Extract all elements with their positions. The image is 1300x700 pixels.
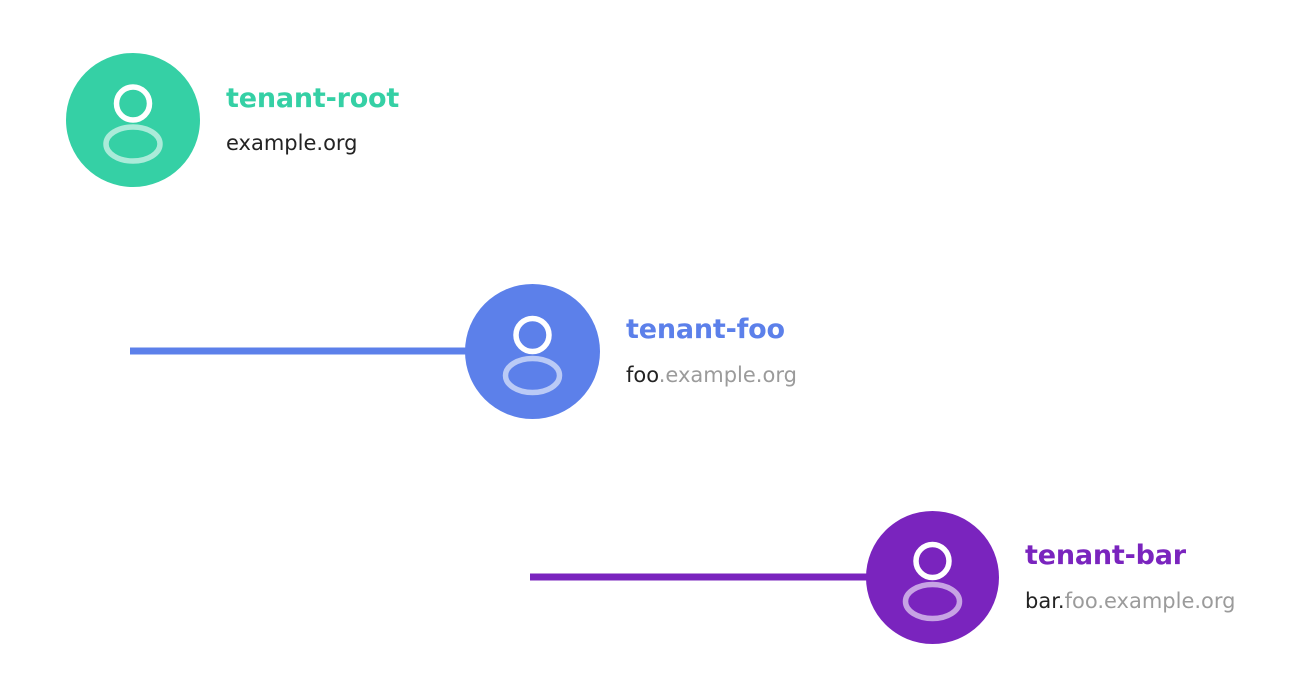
tenant-foo-domain-strong: foo (626, 362, 659, 387)
tenant-foo-text-block: tenant-foo foo.example.org (626, 315, 797, 387)
tenant-bar-avatar[interactable] (866, 511, 999, 644)
tenant-node-bar[interactable]: tenant-bar bar.foo.example.org (866, 511, 1236, 644)
tenant-foo-domain-muted: .example.org (658, 362, 797, 387)
user-avatar-icon (103, 84, 163, 164)
tenant-foo-domain: foo.example.org (626, 363, 797, 388)
tenant-bar-domain: bar.foo.example.org (1025, 589, 1236, 614)
tenant-root-title: tenant-root (226, 82, 400, 114)
tenant-root-text-block: tenant-root example.org (226, 82, 400, 156)
tenant-foo-title: tenant-foo (626, 314, 785, 346)
user-avatar-icon (902, 541, 963, 622)
tenant-bar-domain-muted: foo.example.org (1064, 588, 1236, 613)
tenant-foo-avatar[interactable] (465, 284, 600, 419)
tenant-node-foo[interactable]: tenant-foo foo.example.org (465, 284, 797, 419)
tenant-bar-text-block: tenant-bar bar.foo.example.org (1025, 541, 1236, 613)
tenant-bar-domain-strong: bar. (1025, 588, 1065, 613)
tenant-bar-title: tenant-bar (1025, 540, 1186, 572)
tenant-root-avatar[interactable] (66, 53, 200, 187)
tenant-root-domain: example.org (226, 131, 399, 156)
tenant-root-domain-strong: example.org (226, 131, 358, 156)
tenant-node-root[interactable]: tenant-root example.org (66, 53, 399, 187)
user-avatar-icon (502, 315, 563, 396)
